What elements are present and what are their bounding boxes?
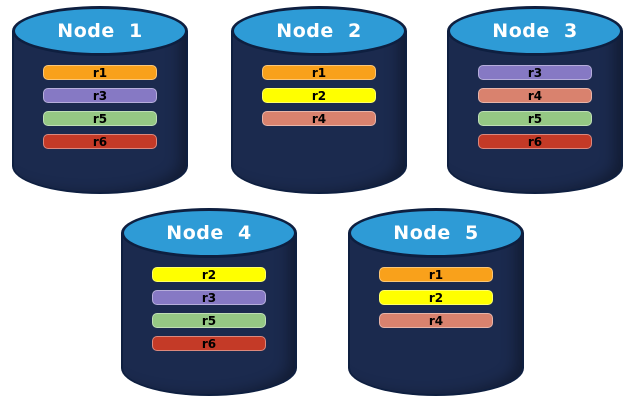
node-5: Node 5 r1 r2 r4 xyxy=(348,208,524,396)
node-3-replica-r4: r4 xyxy=(478,88,592,103)
node-5-replica-r2: r2 xyxy=(379,290,493,305)
node-3-replica-list: r3 r4 r5 r6 xyxy=(478,65,592,149)
node-4-cylinder-top: Node 4 xyxy=(121,208,297,258)
node-4-replica-list: r2 r3 r5 r6 xyxy=(152,267,266,351)
node-3: Node 3 r3 r4 r5 r6 xyxy=(447,6,623,194)
node-1-replica-r5: r5 xyxy=(43,111,157,126)
node-2-replica-r1: r1 xyxy=(262,65,376,80)
node-4-replica-r6: r6 xyxy=(152,336,266,351)
node-2-replica-list: r1 r2 r4 xyxy=(262,65,376,126)
node-2-cylinder-top: Node 2 xyxy=(231,6,407,56)
node-1-label: Node 1 xyxy=(57,20,143,42)
node-4-replica-r5: r5 xyxy=(152,313,266,328)
node-5-replica-list: r1 r2 r4 xyxy=(379,267,493,328)
node-4-replica-r3: r3 xyxy=(152,290,266,305)
node-1-cylinder-top: Node 1 xyxy=(12,6,188,56)
node-5-label: Node 5 xyxy=(393,222,479,244)
node-3-replica-r6: r6 xyxy=(478,134,592,149)
node-4-label: Node 4 xyxy=(166,222,252,244)
node-1-replica-r1: r1 xyxy=(43,65,157,80)
node-3-replica-r3: r3 xyxy=(478,65,592,80)
node-2-replica-r4: r4 xyxy=(262,111,376,126)
node-4: Node 4 r2 r3 r5 r6 xyxy=(121,208,297,396)
node-3-replica-r5: r5 xyxy=(478,111,592,126)
node-1-replica-r6: r6 xyxy=(43,134,157,149)
node-1: Node 1 r1 r3 r5 r6 xyxy=(12,6,188,194)
node-1-replica-list: r1 r3 r5 r6 xyxy=(43,65,157,149)
node-3-cylinder-top: Node 3 xyxy=(447,6,623,56)
node-5-cylinder-top: Node 5 xyxy=(348,208,524,258)
node-5-replica-r4: r4 xyxy=(379,313,493,328)
node-2-label: Node 2 xyxy=(276,20,362,42)
node-2: Node 2 r1 r2 r4 xyxy=(231,6,407,194)
node-1-replica-r3: r3 xyxy=(43,88,157,103)
node-2-replica-r2: r2 xyxy=(262,88,376,103)
node-4-replica-r2: r2 xyxy=(152,267,266,282)
node-3-label: Node 3 xyxy=(492,20,578,42)
node-5-replica-r1: r1 xyxy=(379,267,493,282)
